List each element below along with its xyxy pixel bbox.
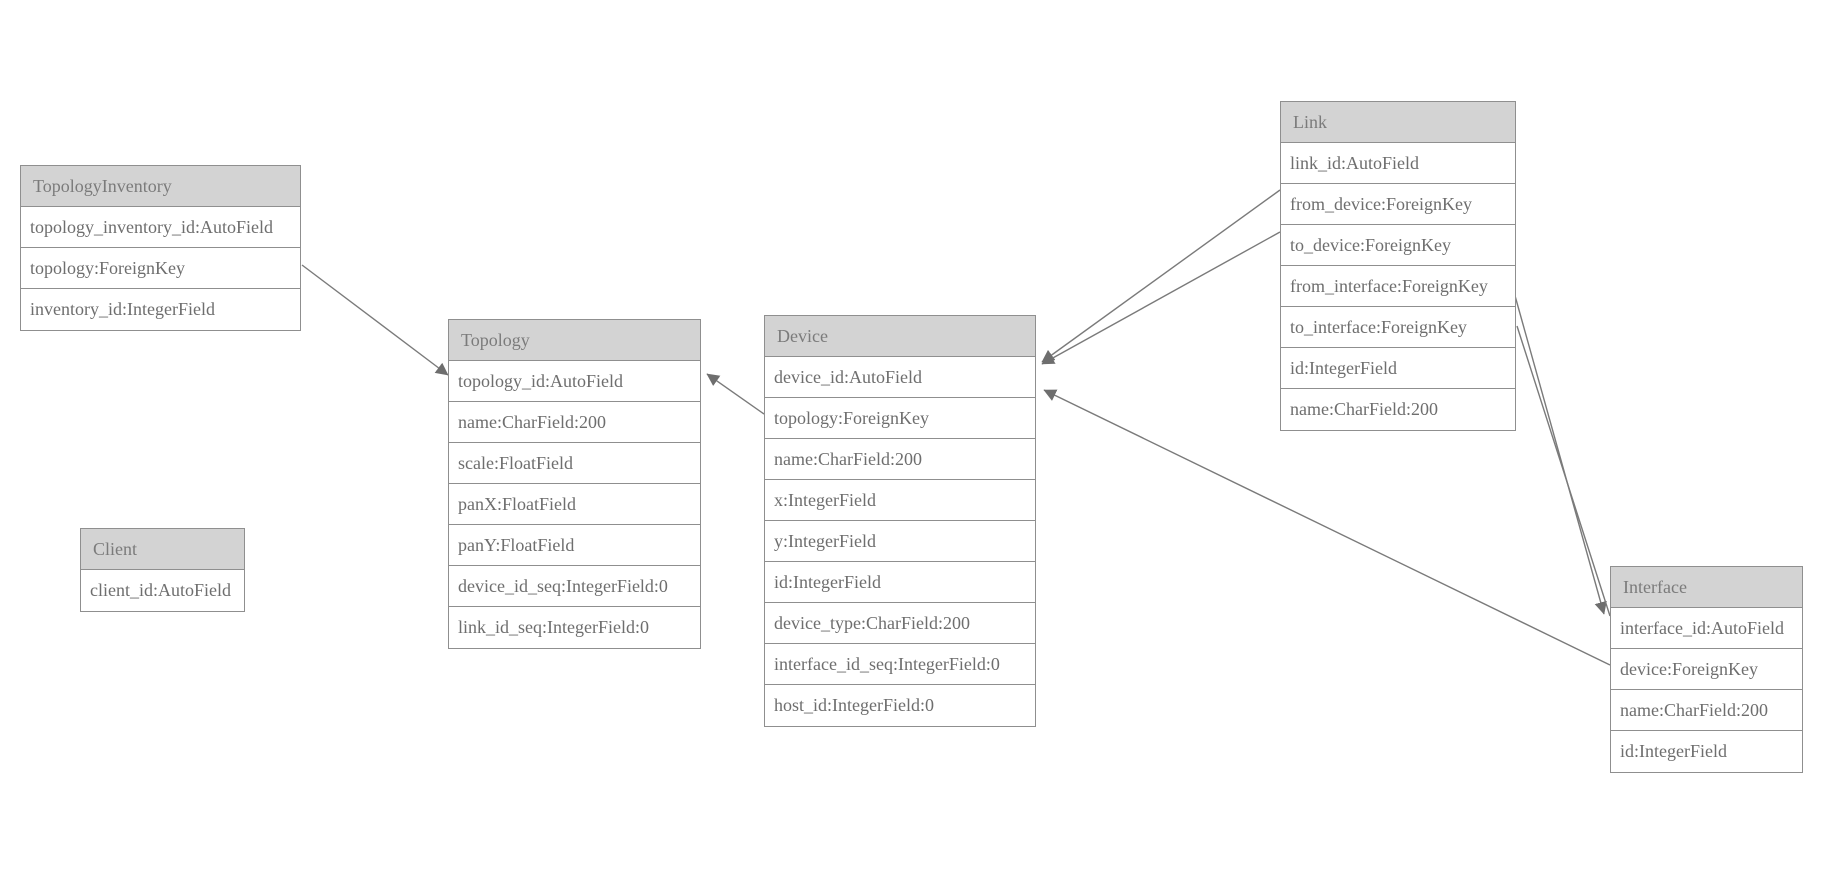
entity-field: device_type:CharField:200 [765, 603, 1035, 644]
entity-field: name:CharField:200 [449, 402, 700, 443]
entity-title: Topology [449, 320, 700, 361]
edge-link-to-device [1041, 231, 1281, 365]
edge-interface-device [1043, 389, 1611, 666]
entity-title: Client [81, 529, 244, 570]
entity-field: to_interface:ForeignKey [1281, 307, 1515, 348]
entity-interface[interactable]: Interface interface_id:AutoField device:… [1610, 566, 1803, 773]
entity-field: name:CharField:200 [765, 439, 1035, 480]
entity-device[interactable]: Device device_id:AutoField topology:Fore… [764, 315, 1036, 727]
entity-field: scale:FloatField [449, 443, 700, 484]
entity-field: id:IntegerField [1620, 741, 1727, 761]
entity-field: panX:FloatField [449, 484, 700, 525]
entity-title: Interface [1611, 567, 1802, 608]
entity-title: Device [765, 316, 1035, 357]
edge-device-topology [706, 373, 765, 415]
entity-field: client_id:AutoField [90, 580, 231, 600]
entity-field: id:IntegerField [1281, 348, 1515, 389]
entity-field: device_id:AutoField [765, 357, 1035, 398]
entity-field: x:IntegerField [765, 480, 1035, 521]
entity-field: interface_id_seq:IntegerField:0 [765, 644, 1035, 685]
entity-topologyinventory[interactable]: TopologyInventory topology_inventory_id:… [20, 165, 301, 331]
entity-field: panY:FloatField [449, 525, 700, 566]
entity-field: inventory_id:IntegerField [30, 299, 215, 319]
entity-client[interactable]: Client client_id:AutoField [80, 528, 245, 612]
entity-title: Link [1281, 102, 1515, 143]
entity-field: topology:ForeignKey [21, 248, 300, 289]
entity-field: name:CharField:200 [1611, 690, 1802, 731]
entity-field: id:IntegerField [765, 562, 1035, 603]
edge-link-from-interface [1511, 284, 1607, 615]
entity-field: link_id_seq:IntegerField:0 [458, 617, 649, 637]
edge-link-from-device [1041, 189, 1281, 363]
entity-field: device:ForeignKey [1611, 649, 1802, 690]
entity-field: y:IntegerField [765, 521, 1035, 562]
entity-field: topology_inventory_id:AutoField [21, 207, 300, 248]
entity-field: topology:ForeignKey [765, 398, 1035, 439]
edge-topologyinventory-topology [301, 264, 449, 376]
entity-field: from_interface:ForeignKey [1281, 266, 1515, 307]
edge-link-to-interface [1516, 325, 1611, 617]
entity-field: to_device:ForeignKey [1281, 225, 1515, 266]
entity-field: from_device:ForeignKey [1281, 184, 1515, 225]
entity-field: host_id:IntegerField:0 [774, 695, 934, 715]
entity-field: link_id:AutoField [1281, 143, 1515, 184]
entity-field: name:CharField:200 [1290, 399, 1438, 419]
entity-field: topology_id:AutoField [449, 361, 700, 402]
entity-field: device_id_seq:IntegerField:0 [449, 566, 700, 607]
entity-link[interactable]: Link link_id:AutoField from_device:Forei… [1280, 101, 1516, 431]
entity-topology[interactable]: Topology topology_id:AutoField name:Char… [448, 319, 701, 649]
entity-field: interface_id:AutoField [1611, 608, 1802, 649]
entity-title: TopologyInventory [21, 166, 300, 207]
